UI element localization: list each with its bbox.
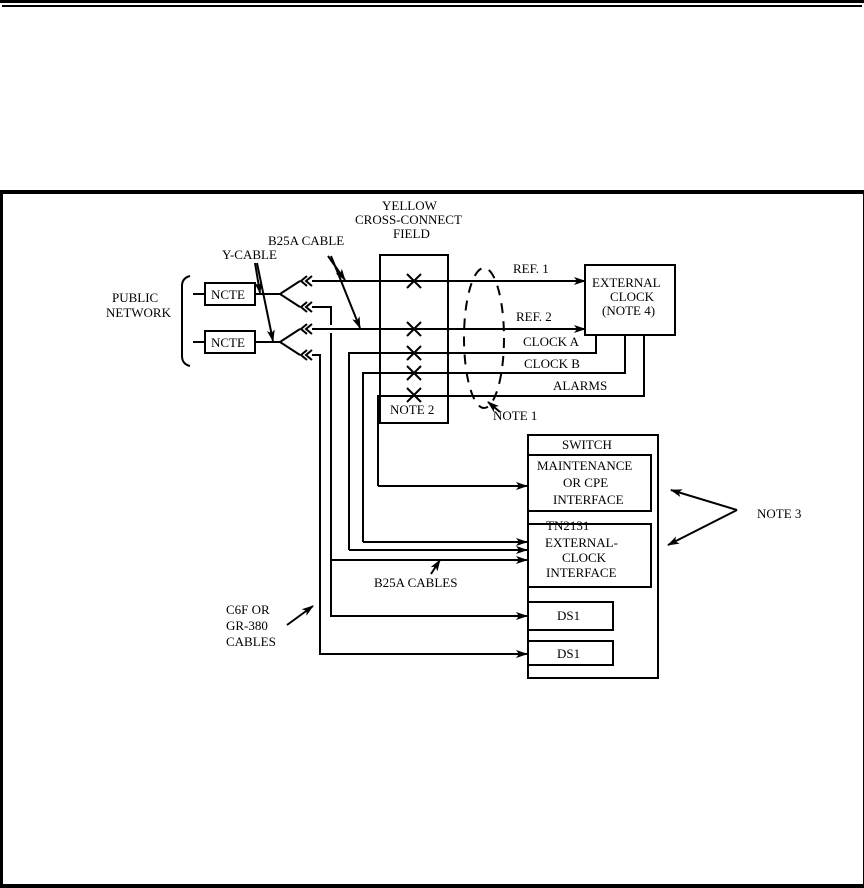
public-network-label-1: PUBLIC (112, 290, 158, 305)
connector-1 (299, 275, 313, 287)
b25a-cables-label: B25A CABLES (374, 575, 457, 590)
tn2131-label-2: EXTERNAL- (545, 535, 618, 550)
connector-3 (299, 323, 313, 335)
alarms-line (377, 335, 645, 486)
ref2-label: REF. 2 (516, 309, 552, 324)
note2-label: NOTE 2 (390, 402, 434, 417)
external-clock-label-1: EXTERNAL (592, 275, 661, 290)
cross-mark-3 (406, 345, 422, 361)
clock-a-line (348, 335, 597, 550)
ds1-b-cable (312, 306, 527, 560)
note1-pointer (487, 401, 501, 413)
yellow-field-label-1: YELLOW (382, 198, 438, 213)
ds1-label-a: DS1 (557, 608, 580, 623)
cross-mark-4 (406, 365, 422, 381)
yellow-field-label-3: FIELD (393, 226, 430, 241)
top-rule-thin (2, 5, 862, 7)
note1-bundle-ellipse (463, 267, 505, 409)
ref1-label: REF. 1 (513, 261, 549, 276)
public-network-bracket (181, 275, 191, 367)
note3-label: NOTE 3 (757, 506, 801, 521)
c6f-label-1: C6F OR (226, 602, 270, 617)
tn2131-label-4: INTERFACE (546, 565, 617, 580)
clock-b-label: CLOCK B (524, 356, 580, 371)
b25a-pointer-2 (330, 255, 361, 329)
ds1-box-b (527, 640, 614, 666)
switch-label: SWITCH (562, 437, 612, 452)
connector-2 (299, 301, 313, 313)
cross-mark-1 (406, 273, 422, 289)
ncte-label-1: NCTE (211, 287, 245, 302)
note1-label: NOTE 1 (493, 408, 537, 423)
ncte-label-2: NCTE (211, 335, 245, 350)
clock-a-label: CLOCK A (523, 334, 580, 349)
yellow-field-label-2: CROSS-CONNECT (355, 212, 462, 227)
maint-label-3: INTERFACE (553, 492, 624, 507)
cross-mark-5 (406, 387, 422, 403)
c6f-pointer (286, 605, 314, 626)
maint-label-2: OR CPE (563, 475, 608, 490)
b25a-cables-pointer (430, 559, 441, 575)
maintenance-interface-box (527, 454, 652, 512)
clock-b-line (362, 335, 626, 542)
y-cable-label: Y-CABLE (222, 247, 277, 262)
c6f-label-3: CABLES (226, 634, 276, 649)
cross-mark-2 (406, 321, 422, 337)
y-cable-pointer-2 (256, 262, 275, 342)
ds1-label-b: DS1 (557, 646, 580, 661)
ds1-a-cable (330, 560, 528, 620)
tn2131-label-3: CLOCK (562, 550, 607, 565)
public-network-label-2: NETWORK (106, 305, 172, 320)
ds1-b-cable-arrow (312, 354, 528, 658)
tn2131-label-1: TN2131 (546, 518, 589, 533)
tn2131-interface-box (527, 523, 652, 588)
note3-pointer-2 (667, 509, 738, 546)
connector-4 (299, 349, 313, 361)
top-rule-thick (0, 0, 864, 3)
y-cable-pointer-1 (254, 262, 263, 294)
external-clock-label-2: CLOCK (610, 289, 655, 304)
y-cable-2 (255, 328, 301, 356)
maint-label-1: MAINTENANCE (537, 458, 632, 473)
alarms-label: ALARMS (553, 378, 607, 393)
ds1-box-a (527, 601, 614, 631)
external-clock-box (584, 264, 676, 336)
b25a-cable-label: B25A CABLE (268, 233, 344, 248)
external-clock-label-3: (NOTE 4) (602, 303, 655, 318)
c6f-label-2: GR-380 (226, 618, 268, 633)
note3-pointer-1 (670, 489, 738, 511)
